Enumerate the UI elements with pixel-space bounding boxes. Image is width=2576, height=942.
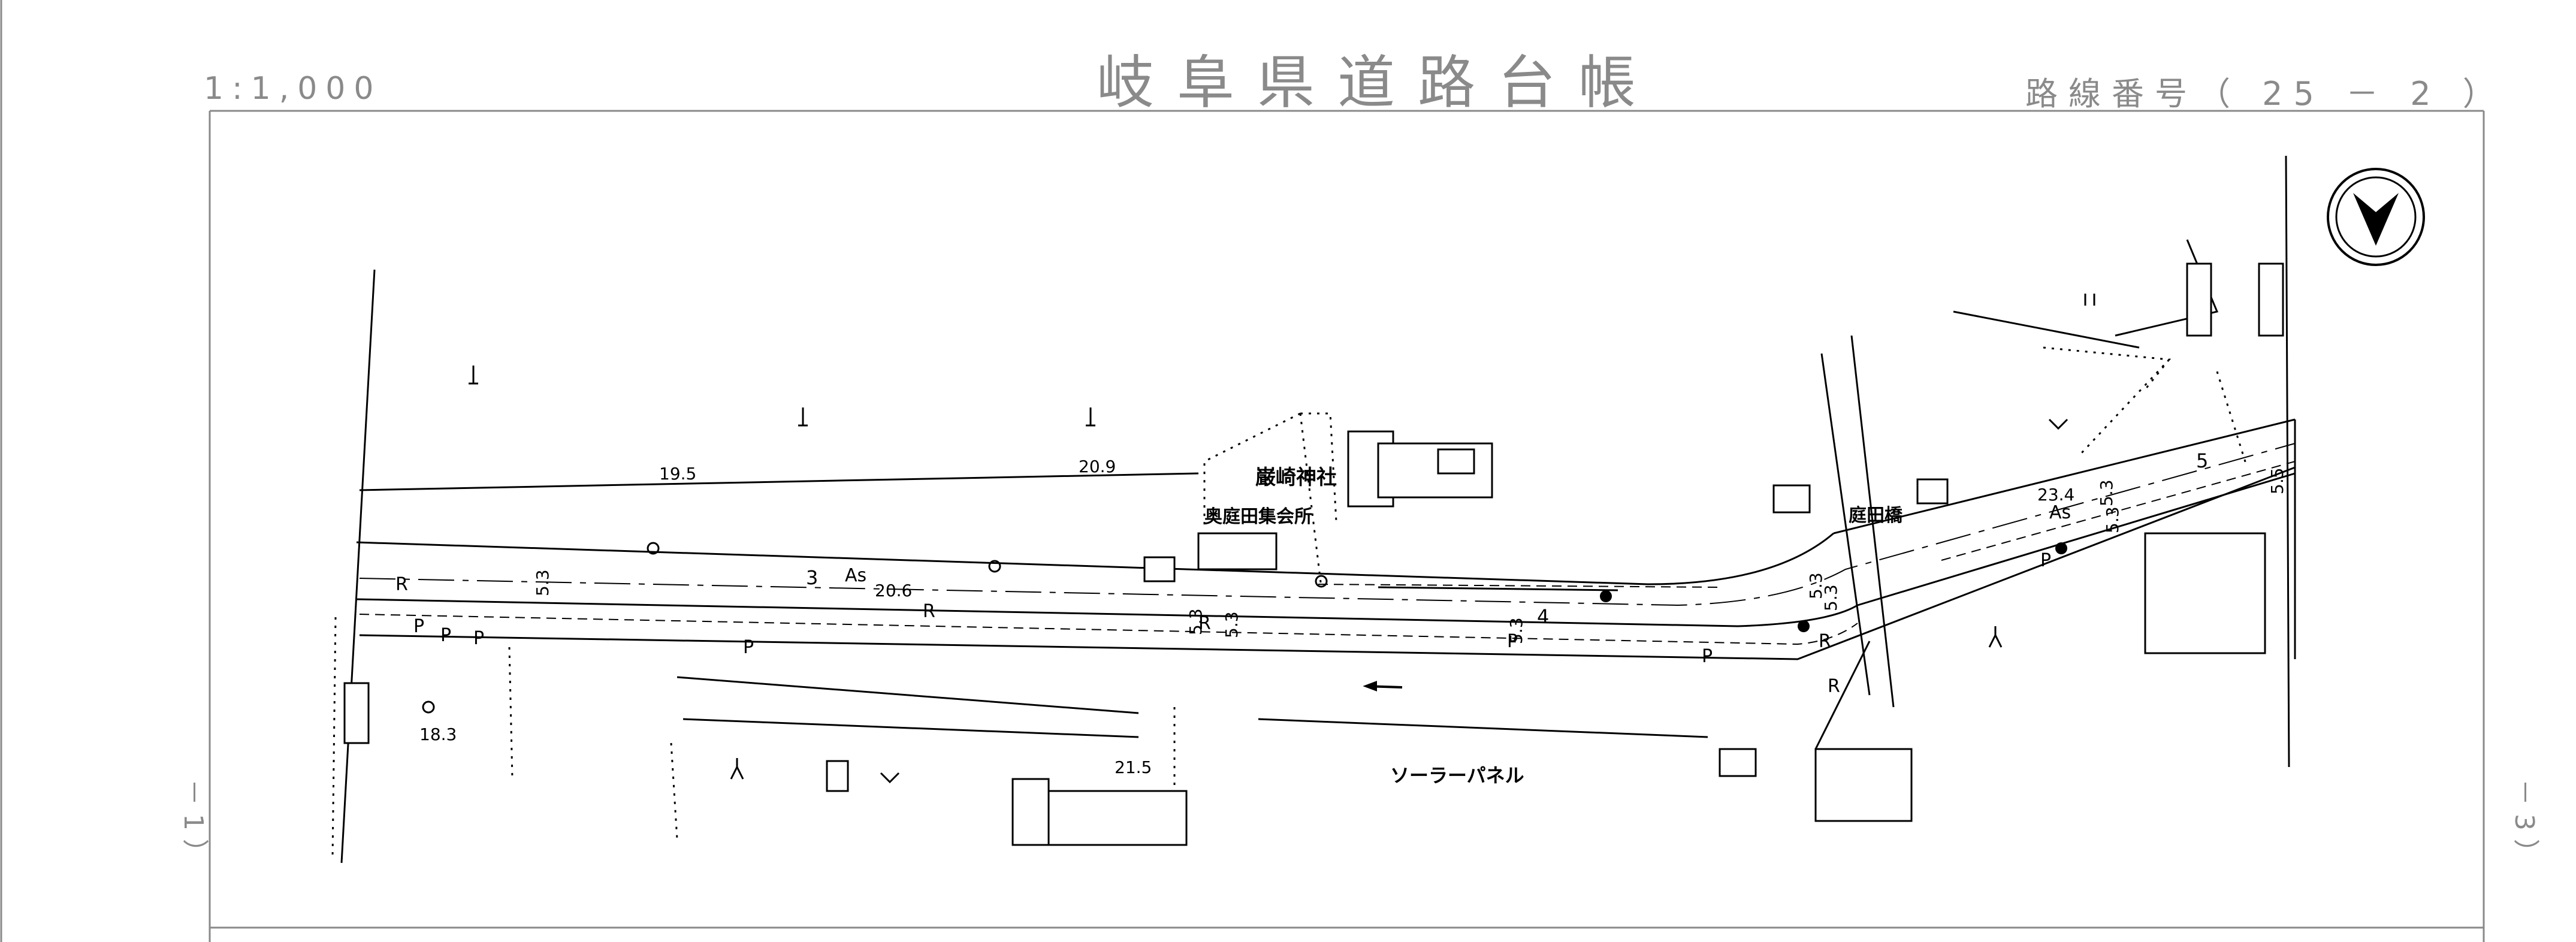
vegetation-symbols bbox=[469, 294, 2095, 784]
section-width: 5.3 bbox=[1222, 611, 1242, 638]
pole-code: P bbox=[440, 625, 451, 646]
road-centerline bbox=[359, 443, 2296, 606]
building bbox=[1197, 532, 1278, 570]
width-mark: 3 bbox=[806, 566, 818, 589]
terrain-lines bbox=[340, 155, 2290, 864]
utility-poles bbox=[1600, 542, 2067, 632]
building bbox=[2186, 262, 2212, 337]
width-mark: 4 bbox=[1537, 605, 1549, 628]
building bbox=[2258, 262, 2284, 337]
building bbox=[2144, 532, 2266, 654]
road-code: R bbox=[1828, 676, 1840, 697]
section-width-marks: 5.3 5.3 5.3 5.3 5.3 5.3 5.3 5.3 5.5 bbox=[533, 467, 2287, 644]
sheet-title: 岐阜県道路台帳 bbox=[1097, 49, 1659, 116]
road-code: R bbox=[1198, 613, 1211, 634]
line-code-marks: R R R R R P P P P P P P bbox=[395, 550, 2051, 697]
building bbox=[1916, 478, 1949, 505]
section-width: 5.3 bbox=[2097, 479, 2116, 506]
hatched-shoulders bbox=[677, 586, 1708, 738]
pole-code: P bbox=[1702, 646, 1713, 667]
building bbox=[1772, 484, 1811, 514]
building bbox=[826, 760, 849, 792]
road-code: R bbox=[1819, 631, 1831, 652]
section-width: 5.3 bbox=[1821, 584, 1841, 611]
building bbox=[1011, 778, 1050, 846]
road-code: R bbox=[923, 601, 935, 622]
elevation: 20.9 bbox=[1079, 457, 1116, 476]
elevation: 21.5 bbox=[1115, 757, 1152, 777]
flow-arrow bbox=[1363, 681, 1403, 692]
north-arrow-icon bbox=[2327, 168, 2425, 266]
elevation-points: 19.5 20.9 20.6 18.3 21.5 23.4 bbox=[419, 457, 2074, 777]
building bbox=[1437, 448, 1475, 475]
map-frame bbox=[0, 0, 2485, 942]
hydrants bbox=[422, 542, 1328, 714]
site-boundaries bbox=[331, 346, 2248, 858]
bridge-label: 庭田橋 bbox=[1849, 505, 1903, 526]
pole-code: P bbox=[473, 628, 484, 649]
building bbox=[1719, 748, 1757, 777]
pole-code: P bbox=[2040, 550, 2051, 571]
section-width: 5.3 bbox=[533, 569, 552, 596]
left-sheet-reference: － 1 ） bbox=[178, 779, 209, 865]
edge-ditches bbox=[359, 461, 2296, 645]
section-width: 5.3 bbox=[1806, 572, 1826, 599]
pavement-mark: As bbox=[845, 565, 866, 586]
scale-label: 1:1,000 bbox=[204, 71, 382, 107]
solar-panel-label: ソーラーパネル bbox=[1390, 764, 1524, 787]
road-code: R bbox=[395, 574, 408, 595]
building bbox=[343, 682, 370, 744]
section-width: 5.3 bbox=[2103, 506, 2122, 533]
section-width: 5.5 bbox=[2267, 467, 2287, 494]
elevation: 18.3 bbox=[419, 724, 457, 744]
elevation: 19.5 bbox=[659, 464, 696, 484]
bridge-structure bbox=[1814, 335, 1895, 750]
hall-label: 奥庭田集会所 bbox=[1204, 506, 1312, 527]
elevation: 20.6 bbox=[875, 581, 912, 600]
pole-code: P bbox=[413, 616, 424, 637]
shrine-label: 巌崎神社 bbox=[1255, 466, 1337, 490]
building bbox=[1814, 748, 1913, 822]
pavement-mark: As bbox=[2049, 502, 2071, 523]
pole-code: P bbox=[743, 637, 754, 658]
building bbox=[1143, 556, 1176, 582]
width-mark: 5 bbox=[2196, 449, 2208, 472]
route-number: 路線番号（ 25 － 2 ） bbox=[2025, 75, 2506, 113]
road-edges bbox=[356, 418, 2296, 660]
right-sheet-reference: － 3 ） bbox=[2509, 779, 2539, 865]
section-width: 5.3 bbox=[1186, 608, 1206, 635]
elevation: 23.4 bbox=[2037, 485, 2074, 505]
buildings bbox=[343, 262, 2284, 846]
section-width: 5.3 bbox=[1506, 617, 1526, 644]
pole-code: P bbox=[1507, 631, 1518, 652]
